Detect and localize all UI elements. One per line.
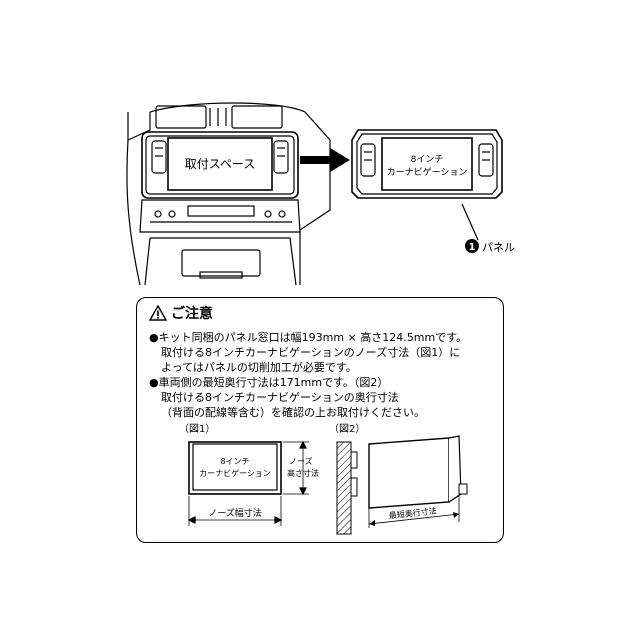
panel-drawing [351,129,503,241]
fig1-navi-line1: 8インチ [220,457,249,466]
navi-label-line1: 8インチ [411,154,444,165]
callout-number-icon: 1 [465,239,479,253]
fig1-caption: （図1） [179,423,215,435]
fig2-caption: （図2） [329,423,365,435]
fig1-width-label: ノーズ幅寸法 [208,507,262,519]
fig2-depth-drawing [336,435,468,535]
notice-line: 取付ける8インチカーナビゲーションのノーズ寸法（図1）に [161,346,461,359]
notice-line: 取付ける8インチカーナビゲーションの奥行寸法 [161,391,399,404]
callout-label: パネル [482,241,515,254]
fig2-depth-label: 最短奥行寸法 [388,506,437,521]
dimension-figures: （図1） 8インチ カーナビゲーション ノーズ 高さ寸法 ノーズ幅寸法 （図2） [179,423,468,535]
fig1-height-label-line1: ノーズ [289,456,313,466]
fig1-navi-line2: カーナビゲーション [199,468,271,478]
fig1-navi-drawing [187,440,309,526]
notice-title-row: ご注意 [149,303,213,323]
fig1-height-label-line2: 高さ寸法 [287,468,319,478]
callout-number: 1 [469,242,476,253]
notice-title: ご注意 [171,306,213,322]
arrow-right-icon [300,148,350,172]
notice-line: （背面の配線等含む）を確認の上お取付けください。 [161,406,425,419]
notice-text: ●キット同梱のパネル窓口は幅193mm × 高さ124.5mmです。 取付ける8… [149,330,467,420]
mount-space-label: 取付スペース [185,157,256,171]
navi-label-line2: カーナビゲーション [387,166,468,178]
warning-icon [149,305,167,321]
notice-box: ご注意 ●キット同梱のパネル窓口は幅193mm × 高さ124.5mmです。 取… [136,297,504,543]
dashboard-drawing [126,102,331,286]
notice-line: ●車両側の最短奥行寸法は171mmです。（図2） [149,376,389,389]
notice-line: ●キット同梱のパネル窓口は幅193mm × 高さ124.5mmです。 [149,331,468,344]
notice-line: よってはパネルの切削加工が必要です。 [161,361,357,374]
